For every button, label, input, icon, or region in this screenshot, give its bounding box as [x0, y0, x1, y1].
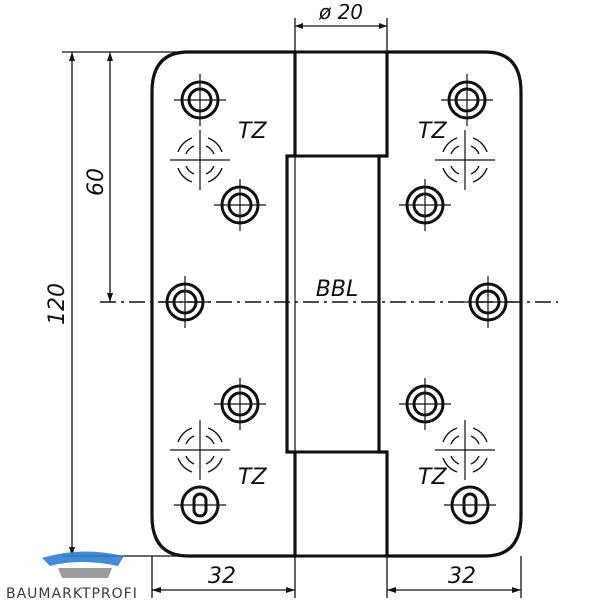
baumarktprofi-logo: BAUMARKTPROFI [6, 551, 138, 600]
screw-hole [212, 177, 268, 233]
dimension-width-right [386, 556, 522, 598]
tz-label-top-left: TZ [238, 119, 267, 144]
knuckle-lower [293, 450, 389, 558]
logo-text: BAUMARKTPROFI [6, 586, 138, 600]
dimension-height-half [107, 52, 113, 302]
tz-label-bottom-right: TZ [418, 465, 447, 490]
knuckle-upper [293, 50, 389, 158]
bbl-label: BBL [316, 277, 358, 302]
screw-hole [439, 72, 495, 128]
slot-hole [442, 485, 498, 525]
knuckle-middle [285, 154, 381, 454]
screw-hole [397, 177, 453, 233]
tz-symbol [169, 419, 231, 481]
logo-swoosh-icon [42, 551, 124, 566]
tz-label-bottom-left: TZ [238, 465, 267, 490]
dimension-diameter [294, 18, 388, 52]
screw-hole [212, 376, 268, 432]
tz-label-top-right: TZ [418, 119, 447, 144]
dimension-height-total [62, 51, 188, 557]
width-left-label: 32 [208, 564, 236, 589]
screw-hole [397, 376, 453, 432]
slot-hole [172, 485, 228, 525]
diameter-label: ø 20 [318, 0, 363, 24]
tz-symbol [169, 129, 231, 191]
height-half-label: 60 [84, 168, 109, 196]
hinge-body [150, 50, 523, 558]
holes-right [397, 72, 516, 525]
height-total-label: 120 [45, 283, 70, 325]
screw-hole [172, 72, 228, 128]
width-right-label: 32 [448, 564, 476, 589]
dimension-width-left [151, 556, 296, 598]
